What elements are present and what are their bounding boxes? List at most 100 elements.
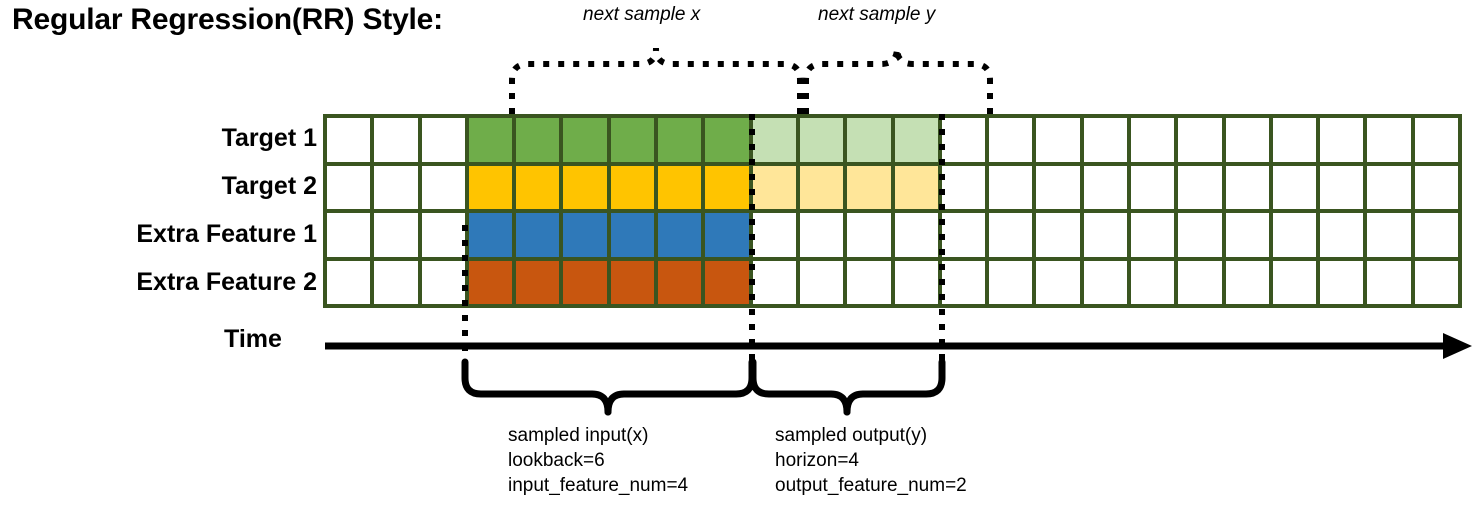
grid-cell <box>799 213 844 257</box>
grid-cell <box>658 118 702 162</box>
next-sample-y-brace <box>803 47 993 114</box>
page-title: Regular Regression(RR) Style: <box>12 3 443 36</box>
grid-cell <box>516 213 560 257</box>
grid-cell <box>610 213 655 257</box>
grid-cell <box>752 213 796 257</box>
grid-cell <box>847 165 891 209</box>
grid-cell <box>1083 165 1127 209</box>
sampled-input-brace <box>461 358 756 416</box>
grid-cell <box>658 213 702 257</box>
grid-cell <box>1225 213 1269 257</box>
grid-cell <box>1225 165 1269 209</box>
next-sample-x-caption: next sample x <box>583 4 701 25</box>
grid-cell <box>516 118 560 162</box>
grid-cell <box>1225 260 1269 304</box>
grid-cell <box>327 260 371 304</box>
grid-cell <box>421 260 465 304</box>
grid-cell <box>847 260 891 304</box>
sampled-input-note: sampled input(x) lookback=6 input_featur… <box>508 425 689 496</box>
grid-cell <box>468 213 513 257</box>
grid-cell <box>1320 213 1364 257</box>
grid-cell <box>1367 165 1411 209</box>
grid-cell <box>1130 165 1175 209</box>
grid-cell <box>1272 118 1317 162</box>
grid-cell <box>705 260 749 304</box>
grid-cell <box>752 118 796 162</box>
grid-cell <box>1272 260 1317 304</box>
grid-cell <box>516 260 560 304</box>
grid-cell <box>516 165 560 209</box>
grid-cell <box>374 118 418 162</box>
grid-cell <box>1414 260 1458 304</box>
grid-cell <box>1130 213 1175 257</box>
grid-cell <box>1367 118 1411 162</box>
grid-cell <box>1225 118 1269 162</box>
timeseries-grid <box>323 114 1462 308</box>
grid-cell <box>374 213 418 257</box>
grid-cell <box>468 118 513 162</box>
grid-cell <box>1178 213 1222 257</box>
grid-cell <box>989 118 1033 162</box>
grid-cell <box>1130 260 1175 304</box>
grid-cell <box>421 165 465 209</box>
grid-cell <box>1414 213 1458 257</box>
time-axis-label: Time <box>224 325 282 353</box>
grid-cell <box>1178 118 1222 162</box>
grid-cell <box>799 165 844 209</box>
grid-cell <box>1414 118 1458 162</box>
grid-cell <box>327 118 371 162</box>
grid-cell <box>1320 118 1364 162</box>
grid-cell <box>610 118 655 162</box>
grid-cell <box>327 165 371 209</box>
grid-cell <box>374 260 418 304</box>
grid-cell <box>421 118 465 162</box>
grid-cell <box>894 118 938 162</box>
grid-cell <box>989 213 1033 257</box>
grid-cell <box>327 213 371 257</box>
row-label-target-2: Target 2 <box>221 172 317 200</box>
grid-cell <box>941 118 986 162</box>
grid-cell <box>421 213 465 257</box>
grid-cell <box>705 213 749 257</box>
grid-cell <box>374 165 418 209</box>
grid-cell <box>1272 165 1317 209</box>
grid-cell <box>1083 213 1127 257</box>
grid-cell <box>1272 213 1317 257</box>
grid-cell <box>799 118 844 162</box>
grid-cell <box>894 260 938 304</box>
grid-cell <box>563 118 607 162</box>
row-label-target-1: Target 1 <box>221 124 317 152</box>
grid-cell <box>1367 260 1411 304</box>
grid-cell <box>1036 213 1080 257</box>
grid-cell <box>468 165 513 209</box>
grid-cell <box>894 213 938 257</box>
grid-cell <box>1414 165 1458 209</box>
grid-cell <box>752 260 796 304</box>
grid-cell <box>752 165 796 209</box>
grid-cell <box>610 260 655 304</box>
sampled-output-brace <box>749 358 946 416</box>
grid-cell <box>989 165 1033 209</box>
grid-cell <box>941 260 986 304</box>
grid-cell <box>1130 118 1175 162</box>
grid-cell <box>563 165 607 209</box>
row-label-extra-feature-2: Extra Feature 2 <box>136 268 317 296</box>
grid-cell <box>894 165 938 209</box>
grid-cell <box>989 260 1033 304</box>
grid-cell <box>941 213 986 257</box>
grid-cell <box>1178 260 1222 304</box>
grid-cell <box>941 165 986 209</box>
time-axis-arrowhead <box>1443 333 1472 359</box>
grid-cell <box>1178 165 1222 209</box>
grid-cell <box>1320 165 1364 209</box>
grid-cell <box>1036 260 1080 304</box>
grid-cell <box>705 165 749 209</box>
grid-cell <box>705 118 749 162</box>
grid-cell <box>610 165 655 209</box>
grid-cell <box>1083 118 1127 162</box>
grid-cell <box>563 260 607 304</box>
grid-cell <box>1036 165 1080 209</box>
row-label-extra-feature-1: Extra Feature 1 <box>136 220 317 248</box>
grid-cell <box>799 260 844 304</box>
